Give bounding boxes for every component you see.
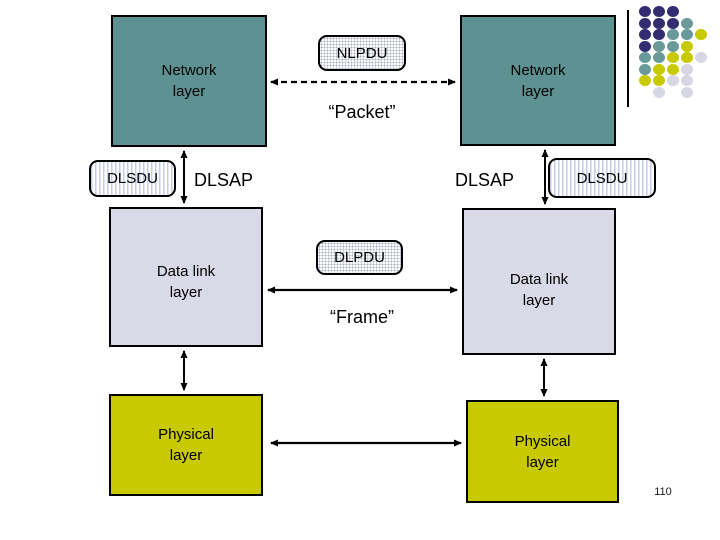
deco-dot <box>639 29 651 40</box>
deco-dot <box>653 29 665 40</box>
deco-dot <box>667 63 679 75</box>
deco-dot <box>681 29 693 40</box>
corner-dots-decoration <box>639 6 717 104</box>
deco-dot <box>639 40 651 52</box>
deco-dot <box>639 52 651 63</box>
deco-dot <box>681 52 693 63</box>
deco-dot <box>639 75 651 86</box>
deco-dot <box>667 6 679 17</box>
deco-dot <box>639 63 651 75</box>
nlpdu-pill: NLPDU <box>318 35 406 71</box>
dlsdu-pill-right: DLSDU <box>548 158 656 198</box>
datalink-layer-box-left: Data link layer <box>109 207 263 347</box>
deco-dot <box>667 40 679 52</box>
deco-dot <box>653 52 665 63</box>
dlsap-label-left: DLSAP <box>194 170 254 190</box>
physical-layer-box-left: Physical layer <box>109 394 263 496</box>
deco-dot <box>681 17 693 29</box>
deco-dot <box>653 40 665 52</box>
deco-dot <box>667 29 679 40</box>
network-layer-box-left: Network layer <box>111 15 267 147</box>
frame-caption: “Frame” <box>330 307 394 327</box>
deco-dot <box>681 63 693 75</box>
network-layer-box-right: Network layer <box>460 15 616 146</box>
deco-dot <box>667 17 679 29</box>
deco-dot <box>681 86 693 98</box>
dlsdu-pill-left: DLSDU <box>89 160 176 197</box>
packet-caption: “Packet” <box>328 102 396 122</box>
deco-dot <box>653 6 665 17</box>
physical-layer-box-right: Physical layer <box>466 400 619 503</box>
dlsap-label-right: DLSAP <box>455 170 515 190</box>
deco-dot <box>653 17 665 29</box>
deco-dot <box>667 52 679 63</box>
page-number: 110 <box>654 486 672 498</box>
datalink-layer-box-right: Data link layer <box>462 208 616 355</box>
deco-dot <box>695 52 707 63</box>
dlpdu-pill: DLPDU <box>316 240 403 275</box>
deco-dot <box>653 75 665 86</box>
deco-dot <box>667 75 679 86</box>
deco-dot <box>639 17 651 29</box>
deco-dot <box>695 29 707 40</box>
deco-dot <box>681 75 693 86</box>
deco-dot <box>639 6 651 17</box>
deco-dot <box>681 40 693 52</box>
deco-dot <box>653 86 665 98</box>
deco-dot <box>653 63 665 75</box>
